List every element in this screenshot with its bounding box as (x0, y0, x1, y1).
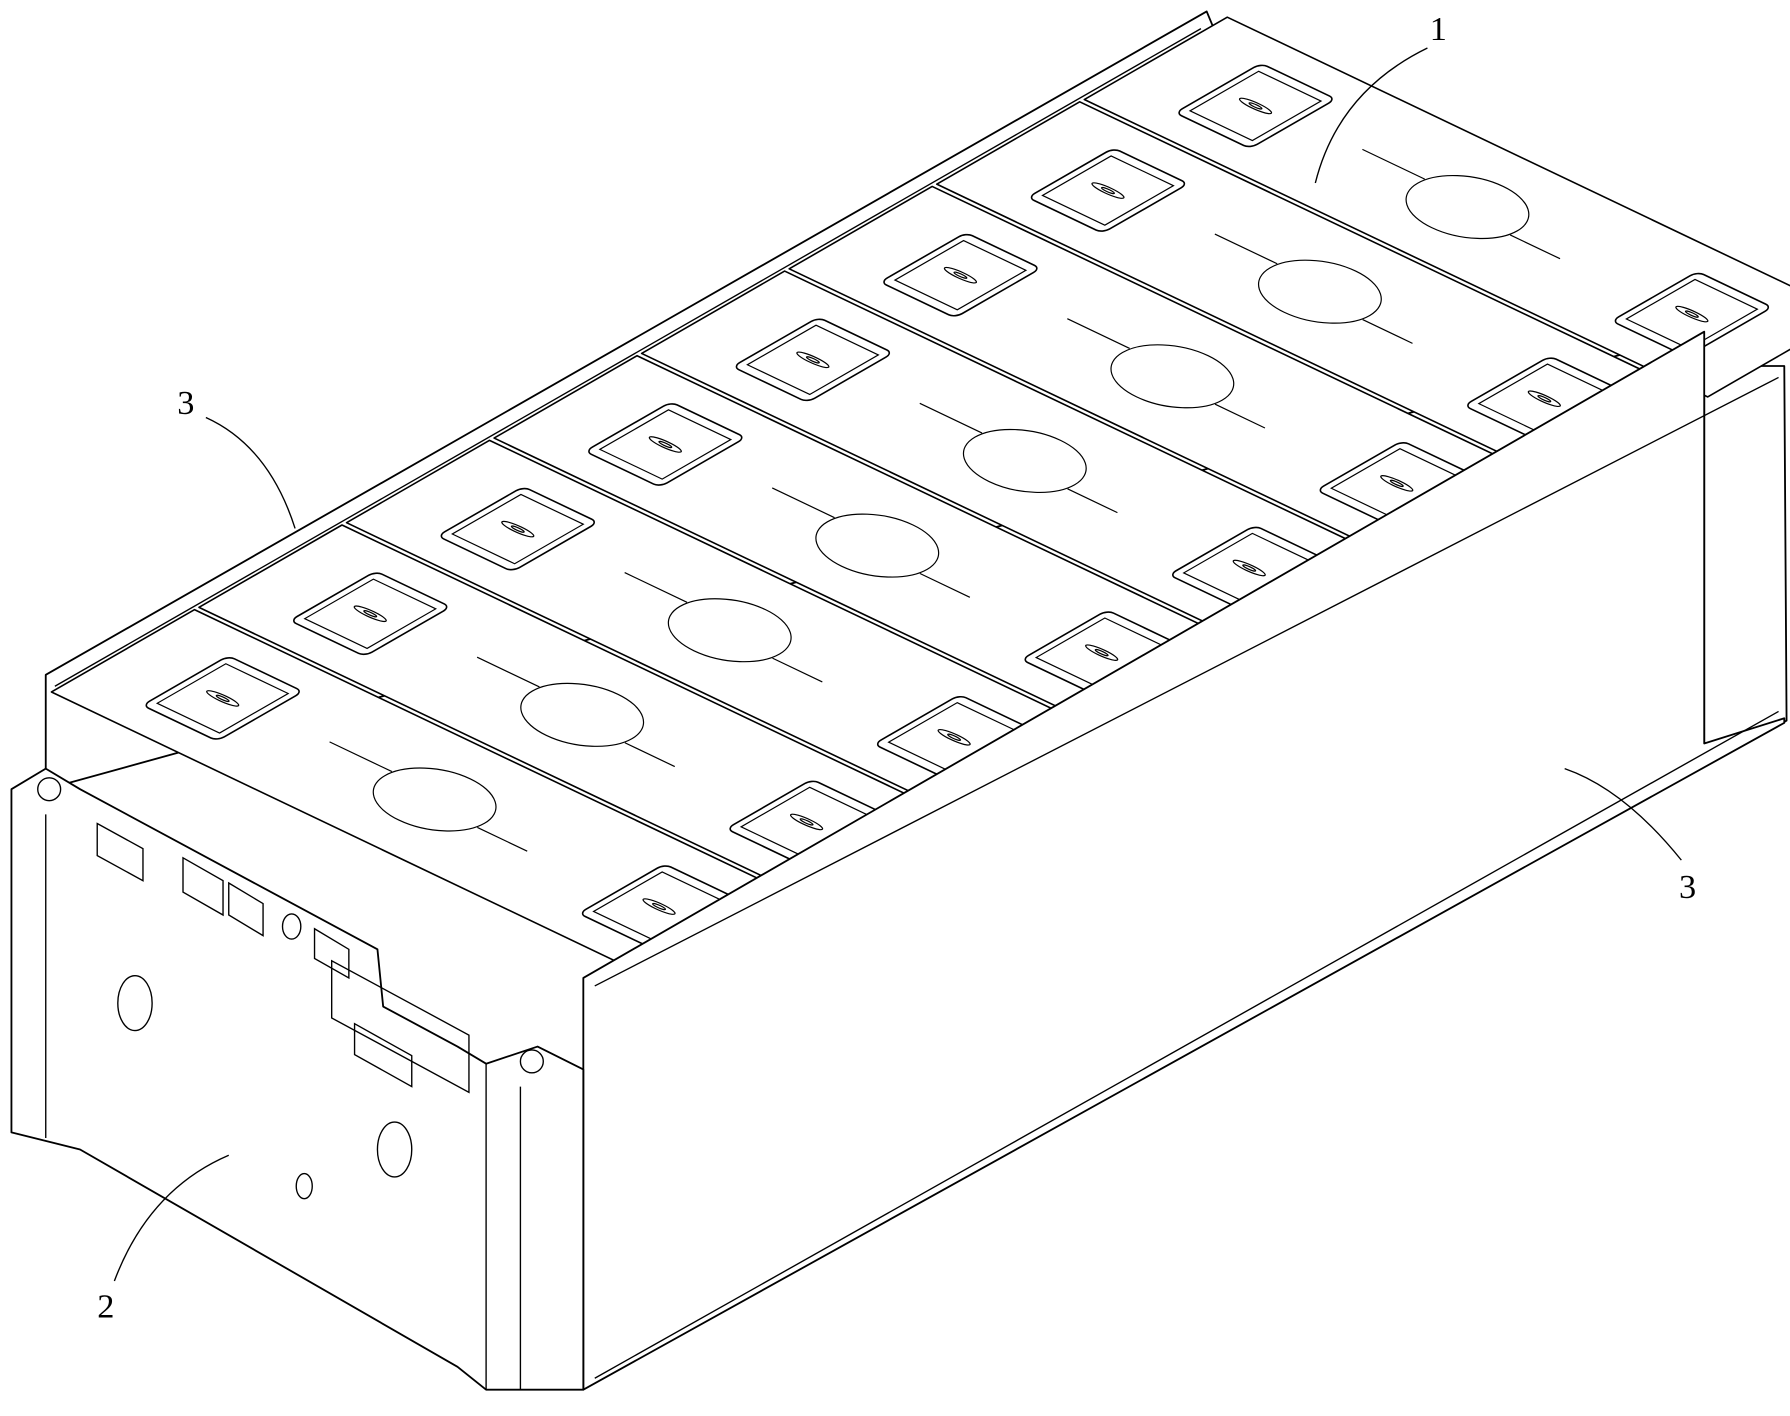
label-3-right: 3 (1679, 868, 1696, 906)
label-2: 2 (97, 1288, 114, 1326)
label-3-left: 3 (177, 384, 194, 422)
label-1: 1 (1430, 10, 1447, 48)
leader-3-left (206, 417, 295, 528)
